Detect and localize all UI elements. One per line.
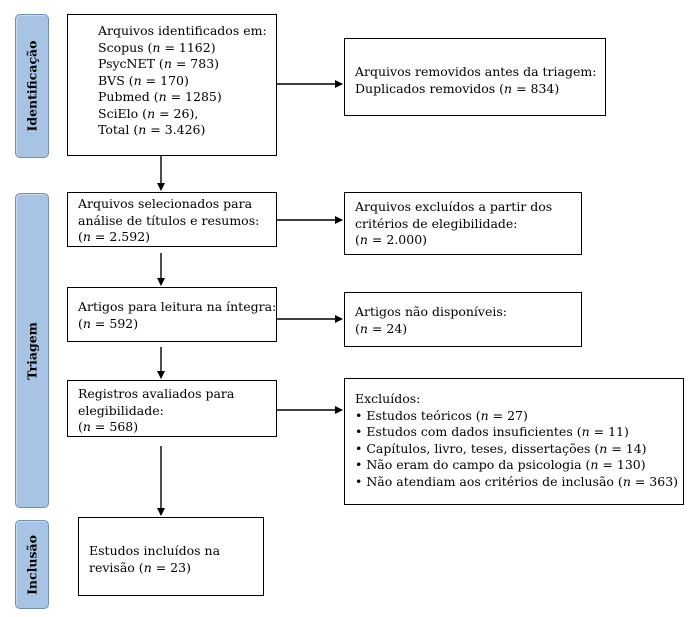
- selected-line: (n = 2.592): [78, 229, 151, 244]
- excluded-title: Excluídos:: [355, 391, 421, 406]
- full-text-title: Artigos para leitura na íntegra:: [78, 299, 277, 314]
- box-eligibility: Registros avaliados para elegibilidade: …: [67, 380, 277, 437]
- selected-title-1: Arquivos selecionados para: [78, 196, 253, 211]
- identified-title: Arquivos identificados em:: [98, 23, 267, 38]
- not-available-line: (n = 24): [355, 320, 408, 336]
- identified-line: Total (n = 3.426): [98, 122, 206, 137]
- box-not-available: Artigos não disponíveis: (n = 24): [344, 292, 582, 347]
- included-title: Estudos incluídos na: [89, 543, 221, 558]
- eligibility-line: (n = 568): [78, 419, 139, 434]
- selected-title-2: análise de títulos e resumos:: [78, 212, 260, 228]
- box-excluded: Excluídos: • Estudos teóricos (n = 27) •…: [344, 378, 684, 505]
- identified-line: SciElo (n = 26),: [98, 105, 199, 121]
- identified-line: Scopus (n = 1162): [98, 39, 216, 55]
- identified-line: BVS (n = 170): [98, 72, 189, 88]
- eligibility-title-1: Registros avaliados para: [78, 386, 235, 401]
- box-excluded-criteria: Arquivos excluídos a partir dos critério…: [344, 192, 582, 255]
- removed-line: Duplicados removidos (n = 834): [355, 80, 560, 96]
- excluded-item: • Estudos teóricos (n = 27): [355, 407, 528, 423]
- box-identified: Arquivos identificados em: Scopus (n = 1…: [67, 14, 277, 156]
- identified-line: Pubmed (n = 1285): [98, 89, 222, 104]
- box-removed: Arquivos removidos antes da triagem: Dup…: [344, 38, 606, 116]
- excluded-item: • Capítulos, livro, teses, dissertações …: [355, 440, 647, 456]
- eligibility-title-2: elegibilidade:: [78, 402, 164, 418]
- identified-line: PsycNET (n = 783): [98, 56, 220, 71]
- excluded-item: • Não eram do campo da psicologia (n = 1…: [355, 457, 646, 472]
- removed-title: Arquivos removidos antes da triagem:: [355, 64, 597, 79]
- phase-triagem: Triagem: [15, 193, 49, 508]
- phase-inclusao: Inclusão: [15, 520, 49, 609]
- excluded-criteria-line: (n = 2.000): [355, 232, 428, 247]
- phase-identificacao: Identificação: [15, 14, 49, 158]
- box-selected: Arquivos selecionados para análise de tí…: [67, 192, 277, 247]
- included-line: revisão (n = 23): [89, 559, 191, 575]
- excluded-item: • Estudos com dados insuficientes (n = 1…: [355, 424, 629, 439]
- box-full-text: Artigos para leitura na íntegra: (n = 59…: [67, 287, 277, 342]
- box-included: Estudos incluídos na revisão (n = 23): [78, 517, 264, 596]
- not-available-title: Artigos não disponíveis:: [355, 304, 508, 319]
- excluded-item: • Não atendiam aos critérios de inclusão…: [355, 473, 679, 489]
- full-text-line: (n = 592): [78, 315, 139, 331]
- excluded-criteria-title-1: Arquivos excluídos a partir dos: [355, 199, 553, 214]
- excluded-criteria-title-2: critérios de elegibilidade:: [355, 215, 518, 231]
